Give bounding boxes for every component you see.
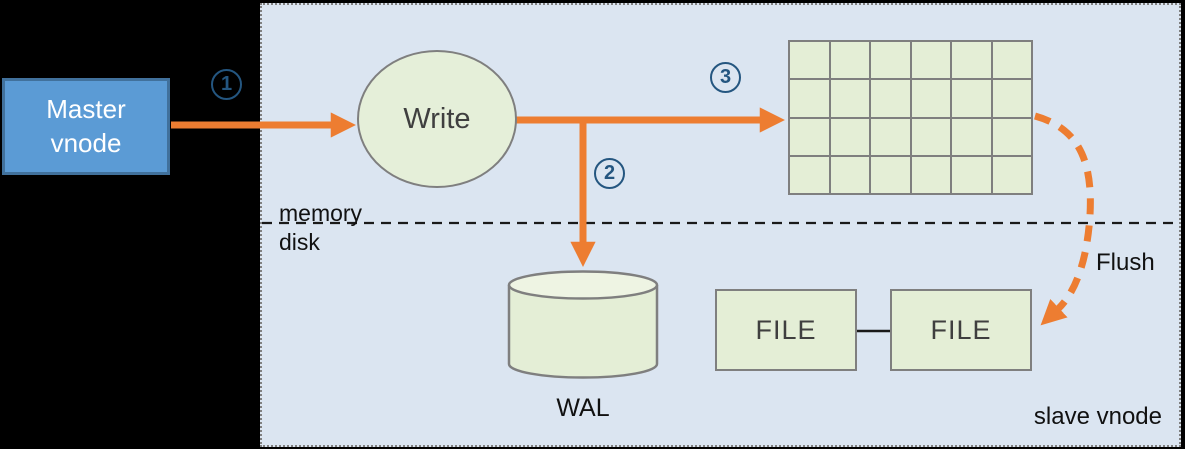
memtable-cell — [911, 42, 950, 79]
file-node-right: FILE — [890, 289, 1032, 371]
step-1-number: 1 — [220, 73, 233, 95]
write-node-label: Write — [403, 102, 471, 135]
disk-label: disk — [279, 229, 320, 255]
memory-label: memory — [279, 200, 363, 226]
file-left-label: FILE — [755, 314, 817, 345]
master-vnode-label-line2: vnode — [50, 127, 122, 158]
file-right-label: FILE — [930, 314, 992, 345]
step-3-number: 3 — [719, 66, 732, 88]
memtable-cell — [830, 42, 869, 79]
memtable-cell — [911, 118, 950, 155]
memtable-cell — [830, 156, 869, 193]
slave-vnode-label: slave vnode — [1033, 403, 1162, 430]
memtable-cell — [790, 156, 829, 193]
memtable-cell — [952, 80, 991, 117]
memtable-cell — [790, 80, 829, 117]
memtable-cell — [952, 42, 991, 79]
write-node: Write — [357, 50, 517, 188]
step-badge-2: 2 — [594, 158, 625, 189]
file-node-left: FILE — [715, 289, 857, 371]
memtable-cell — [871, 118, 910, 155]
step-2-number: 2 — [603, 162, 616, 184]
master-vnode-node: Master vnode — [2, 78, 170, 175]
flush-label: Flush — [1096, 249, 1155, 276]
memtable-cell — [871, 80, 910, 117]
memtable-cell — [992, 156, 1031, 193]
memtable-cell — [871, 156, 910, 193]
memtable-cell — [871, 42, 910, 79]
memtable-cell — [992, 80, 1031, 117]
memtable-cell — [790, 42, 829, 79]
step-badge-3: 3 — [710, 62, 741, 93]
memtable-grid — [788, 40, 1033, 195]
memtable-cell — [790, 118, 829, 155]
memtable-cell — [952, 118, 991, 155]
master-vnode-label-line1: Master — [46, 93, 126, 124]
memtable-cell — [830, 80, 869, 117]
memtable-cell — [992, 118, 1031, 155]
memtable-cell — [911, 156, 950, 193]
memtable-cell — [992, 42, 1031, 79]
memtable-cell — [911, 80, 950, 117]
memtable-cell — [952, 156, 991, 193]
wal-label: WAL — [556, 394, 610, 422]
step-badge-1: 1 — [211, 69, 242, 100]
memtable-cell — [830, 118, 869, 155]
